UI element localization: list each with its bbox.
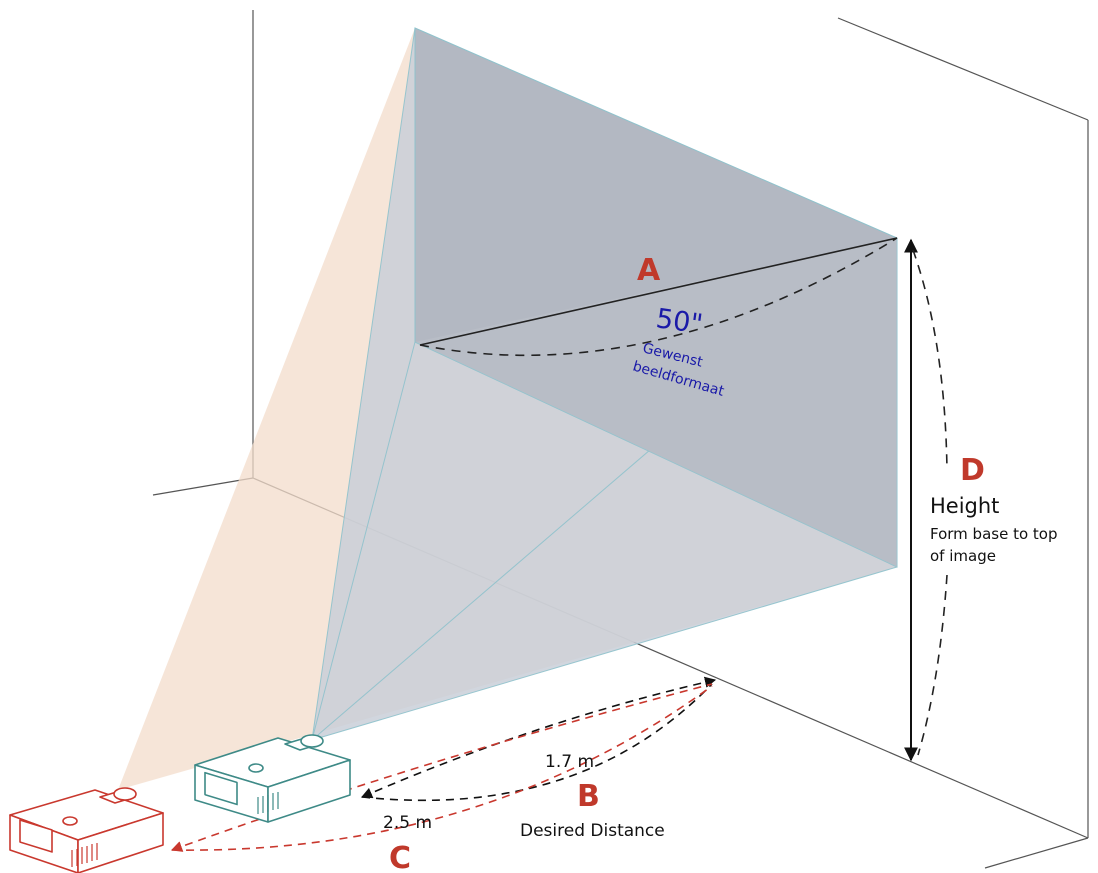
floor-right-line bbox=[984, 837, 1089, 869]
distance-near-upper bbox=[360, 676, 717, 799]
height-dashed-curve-bottom bbox=[917, 574, 948, 756]
projector-near-icon bbox=[194, 734, 351, 823]
label-c: C bbox=[389, 841, 411, 873]
ceiling-right-line bbox=[837, 17, 1089, 121]
projected-image bbox=[414, 27, 898, 568]
height-dashed-curve-top bbox=[912, 249, 948, 471]
projector-far-icon bbox=[9, 787, 164, 873]
label-b: B bbox=[577, 779, 600, 814]
distance-near-value: 1.7 m bbox=[545, 752, 594, 772]
floor-left-line bbox=[152, 477, 254, 496]
distance-far-value: 2.5 m bbox=[383, 813, 432, 833]
desired-distance-label: Desired Distance bbox=[520, 821, 665, 841]
height-desc-line-1: Form base to top bbox=[930, 525, 1058, 543]
diagonal-dashed-curve bbox=[419, 237, 898, 357]
height-desc-line-2: of image bbox=[930, 547, 996, 565]
height-title: Height bbox=[930, 494, 999, 518]
distance-near-lower bbox=[361, 683, 713, 802]
label-d: D bbox=[960, 453, 985, 488]
distance-far-upper bbox=[170, 683, 713, 852]
distance-far-lower bbox=[171, 685, 713, 851]
label-a: A bbox=[637, 253, 661, 288]
projected-image-lower bbox=[415, 238, 897, 567]
diagonal-line bbox=[419, 237, 898, 346]
size-value: 50" bbox=[654, 303, 705, 340]
